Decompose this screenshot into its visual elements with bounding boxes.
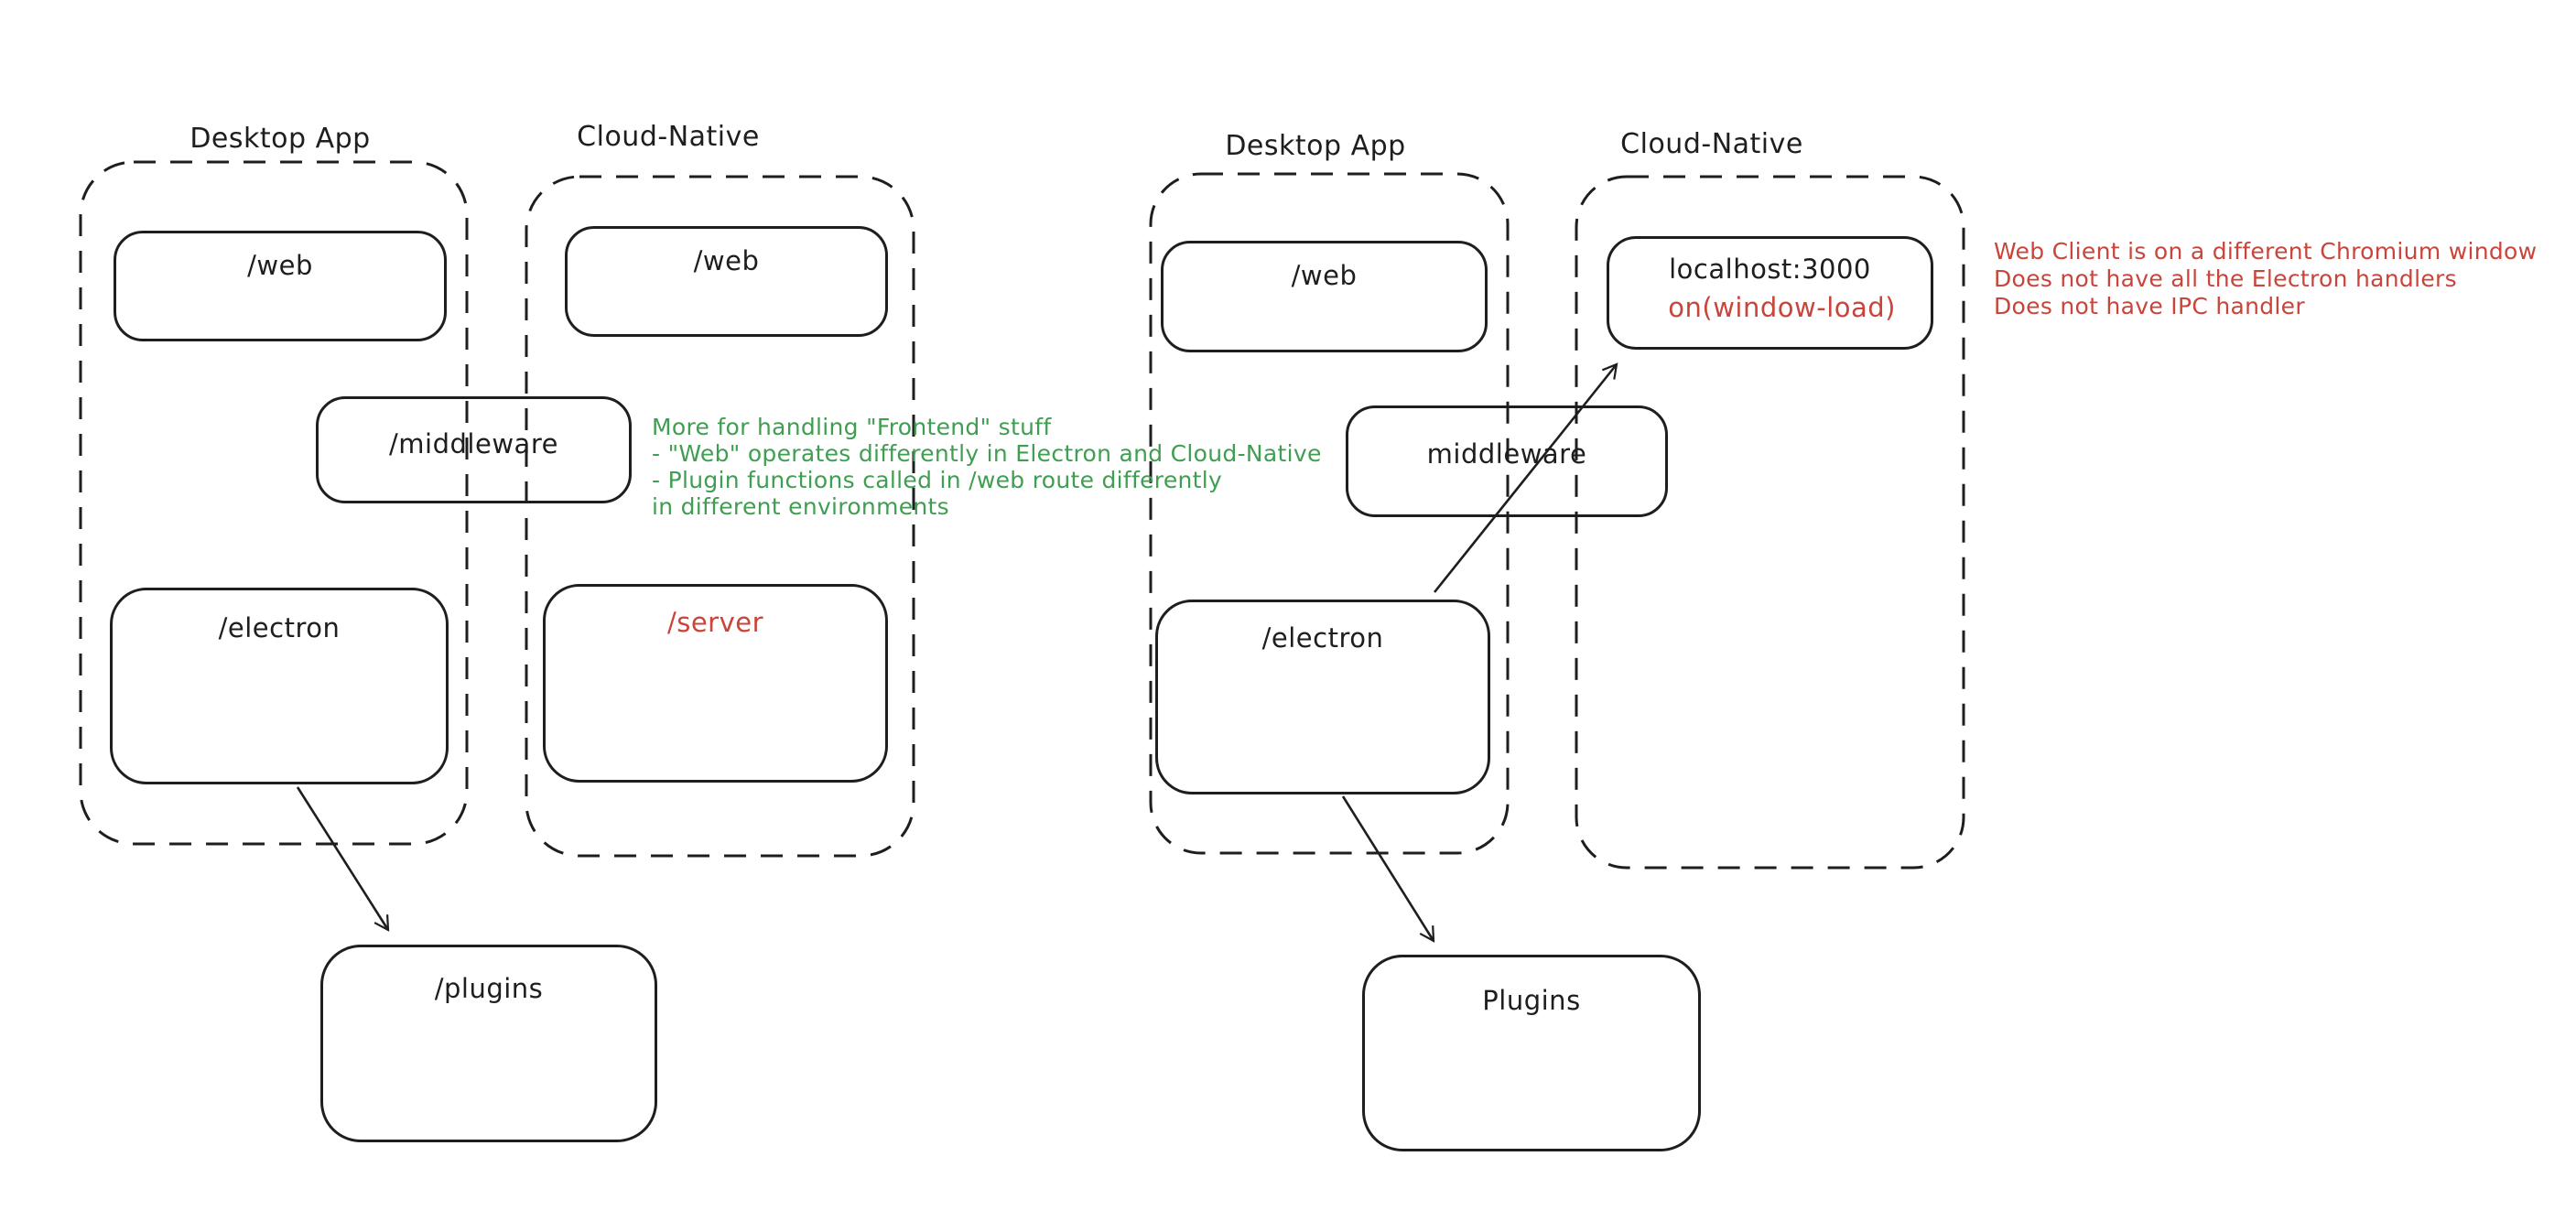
left-cloud-web-box: /web — [565, 226, 888, 337]
right-plugins-box: Plugins — [1362, 955, 1701, 1151]
red-annotation-line: Web Client is on a different Chromium wi… — [1994, 238, 2538, 265]
right-desktop-app-container — [1149, 172, 1510, 855]
left-desktop-web-label: /web — [247, 250, 313, 281]
right-window-load-label: on(window-load) — [1668, 292, 1896, 323]
left-electron-label: /electron — [218, 612, 341, 643]
arrow-right-electron-to-plugins — [1341, 795, 1435, 943]
right-electron-label: /electron — [1261, 622, 1384, 654]
left-electron-box: /electron — [110, 588, 449, 784]
green-annotation-line: - "Web" operates differently in Electron… — [652, 440, 1322, 467]
green-annotation-line: in different environments — [652, 493, 949, 520]
right-middleware-box: middleware — [1346, 405, 1668, 517]
right-desktop-app-title: Desktop App — [1225, 130, 1406, 162]
right-localhost-box: localhost:3000 on(window-load) — [1607, 236, 1933, 350]
green-annotation-line: - Plugin functions called in /web route … — [652, 467, 1223, 493]
right-middleware-label: middleware — [1426, 438, 1587, 470]
left-cloud-web-label: /web — [693, 245, 760, 276]
arrow-left-electron-to-plugins — [296, 786, 390, 932]
right-electron-box: /electron — [1155, 600, 1490, 794]
left-server-box: /server — [543, 584, 888, 783]
left-plugins-box: /plugins — [320, 945, 657, 1142]
right-desktop-web-label: /web — [1291, 260, 1358, 291]
left-server-label: /server — [666, 607, 764, 638]
left-plugins-label: /plugins — [434, 973, 544, 1004]
left-middleware-label: /middleware — [389, 428, 558, 459]
green-annotation: More for handling "Frontend" stuff - "We… — [652, 414, 1322, 520]
left-cloud-native-title: Cloud-Native — [577, 121, 760, 153]
red-annotation-line: Does not have all the Electron handlers — [1994, 265, 2457, 292]
arrow-right-electron-to-localhost — [1433, 362, 1618, 593]
right-localhost-label: localhost:3000 — [1669, 254, 1871, 285]
right-cloud-native-title: Cloud-Native — [1620, 128, 1803, 160]
left-middleware-box: /middleware — [316, 396, 632, 503]
right-plugins-label: Plugins — [1482, 985, 1581, 1016]
red-annotation-line: Does not have IPC handler — [1994, 293, 2305, 319]
green-annotation-line: More for handling "Frontend" stuff — [652, 414, 1052, 440]
left-desktop-app-title: Desktop App — [189, 123, 371, 155]
right-cloud-native-container — [1575, 175, 1965, 870]
red-annotation: Web Client is on a different Chromium wi… — [1994, 238, 2537, 320]
left-desktop-web-box: /web — [114, 231, 447, 341]
right-desktop-web-box: /web — [1161, 241, 1488, 352]
